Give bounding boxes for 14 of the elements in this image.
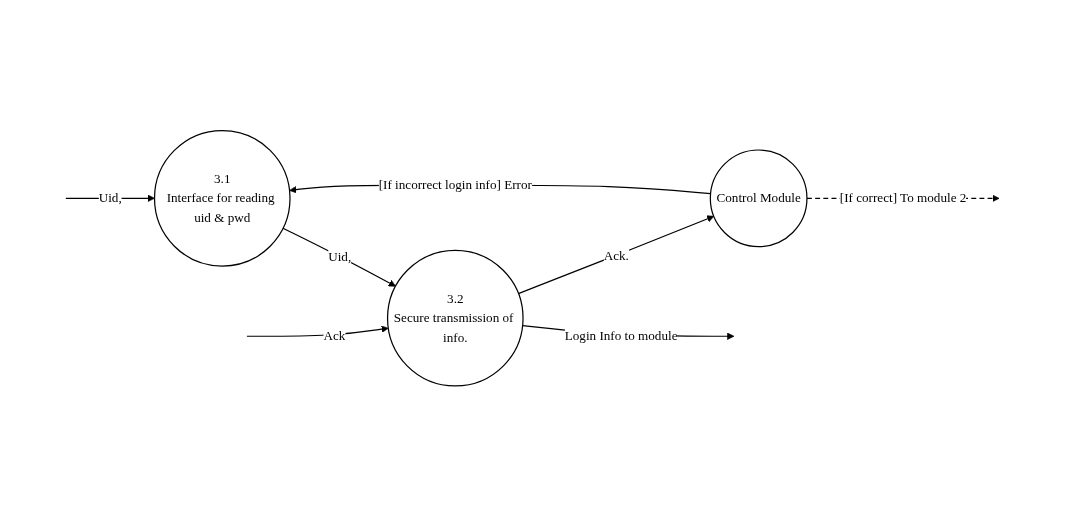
edge-label: Uid,	[98, 191, 122, 206]
node-circle: 3.1 Interface for reading uid & pwd	[153, 130, 291, 267]
edge-label: [If incorrect login info] Error	[378, 178, 532, 192]
edge-label: Login Info to module	[564, 329, 678, 344]
arrow	[65, 194, 155, 203]
edge-label: [If correct] To module 2	[839, 191, 967, 206]
arrow	[282, 227, 396, 287]
edge-label: Uid,	[328, 249, 352, 264]
edge-label: Ack.	[603, 248, 629, 263]
arrow	[246, 325, 389, 338]
arrow	[517, 215, 715, 295]
node-circle: 3.2 Secure transmission of info.	[386, 250, 524, 387]
node-circle: Control Module	[709, 149, 808, 248]
edge-label: Ack	[323, 329, 346, 344]
